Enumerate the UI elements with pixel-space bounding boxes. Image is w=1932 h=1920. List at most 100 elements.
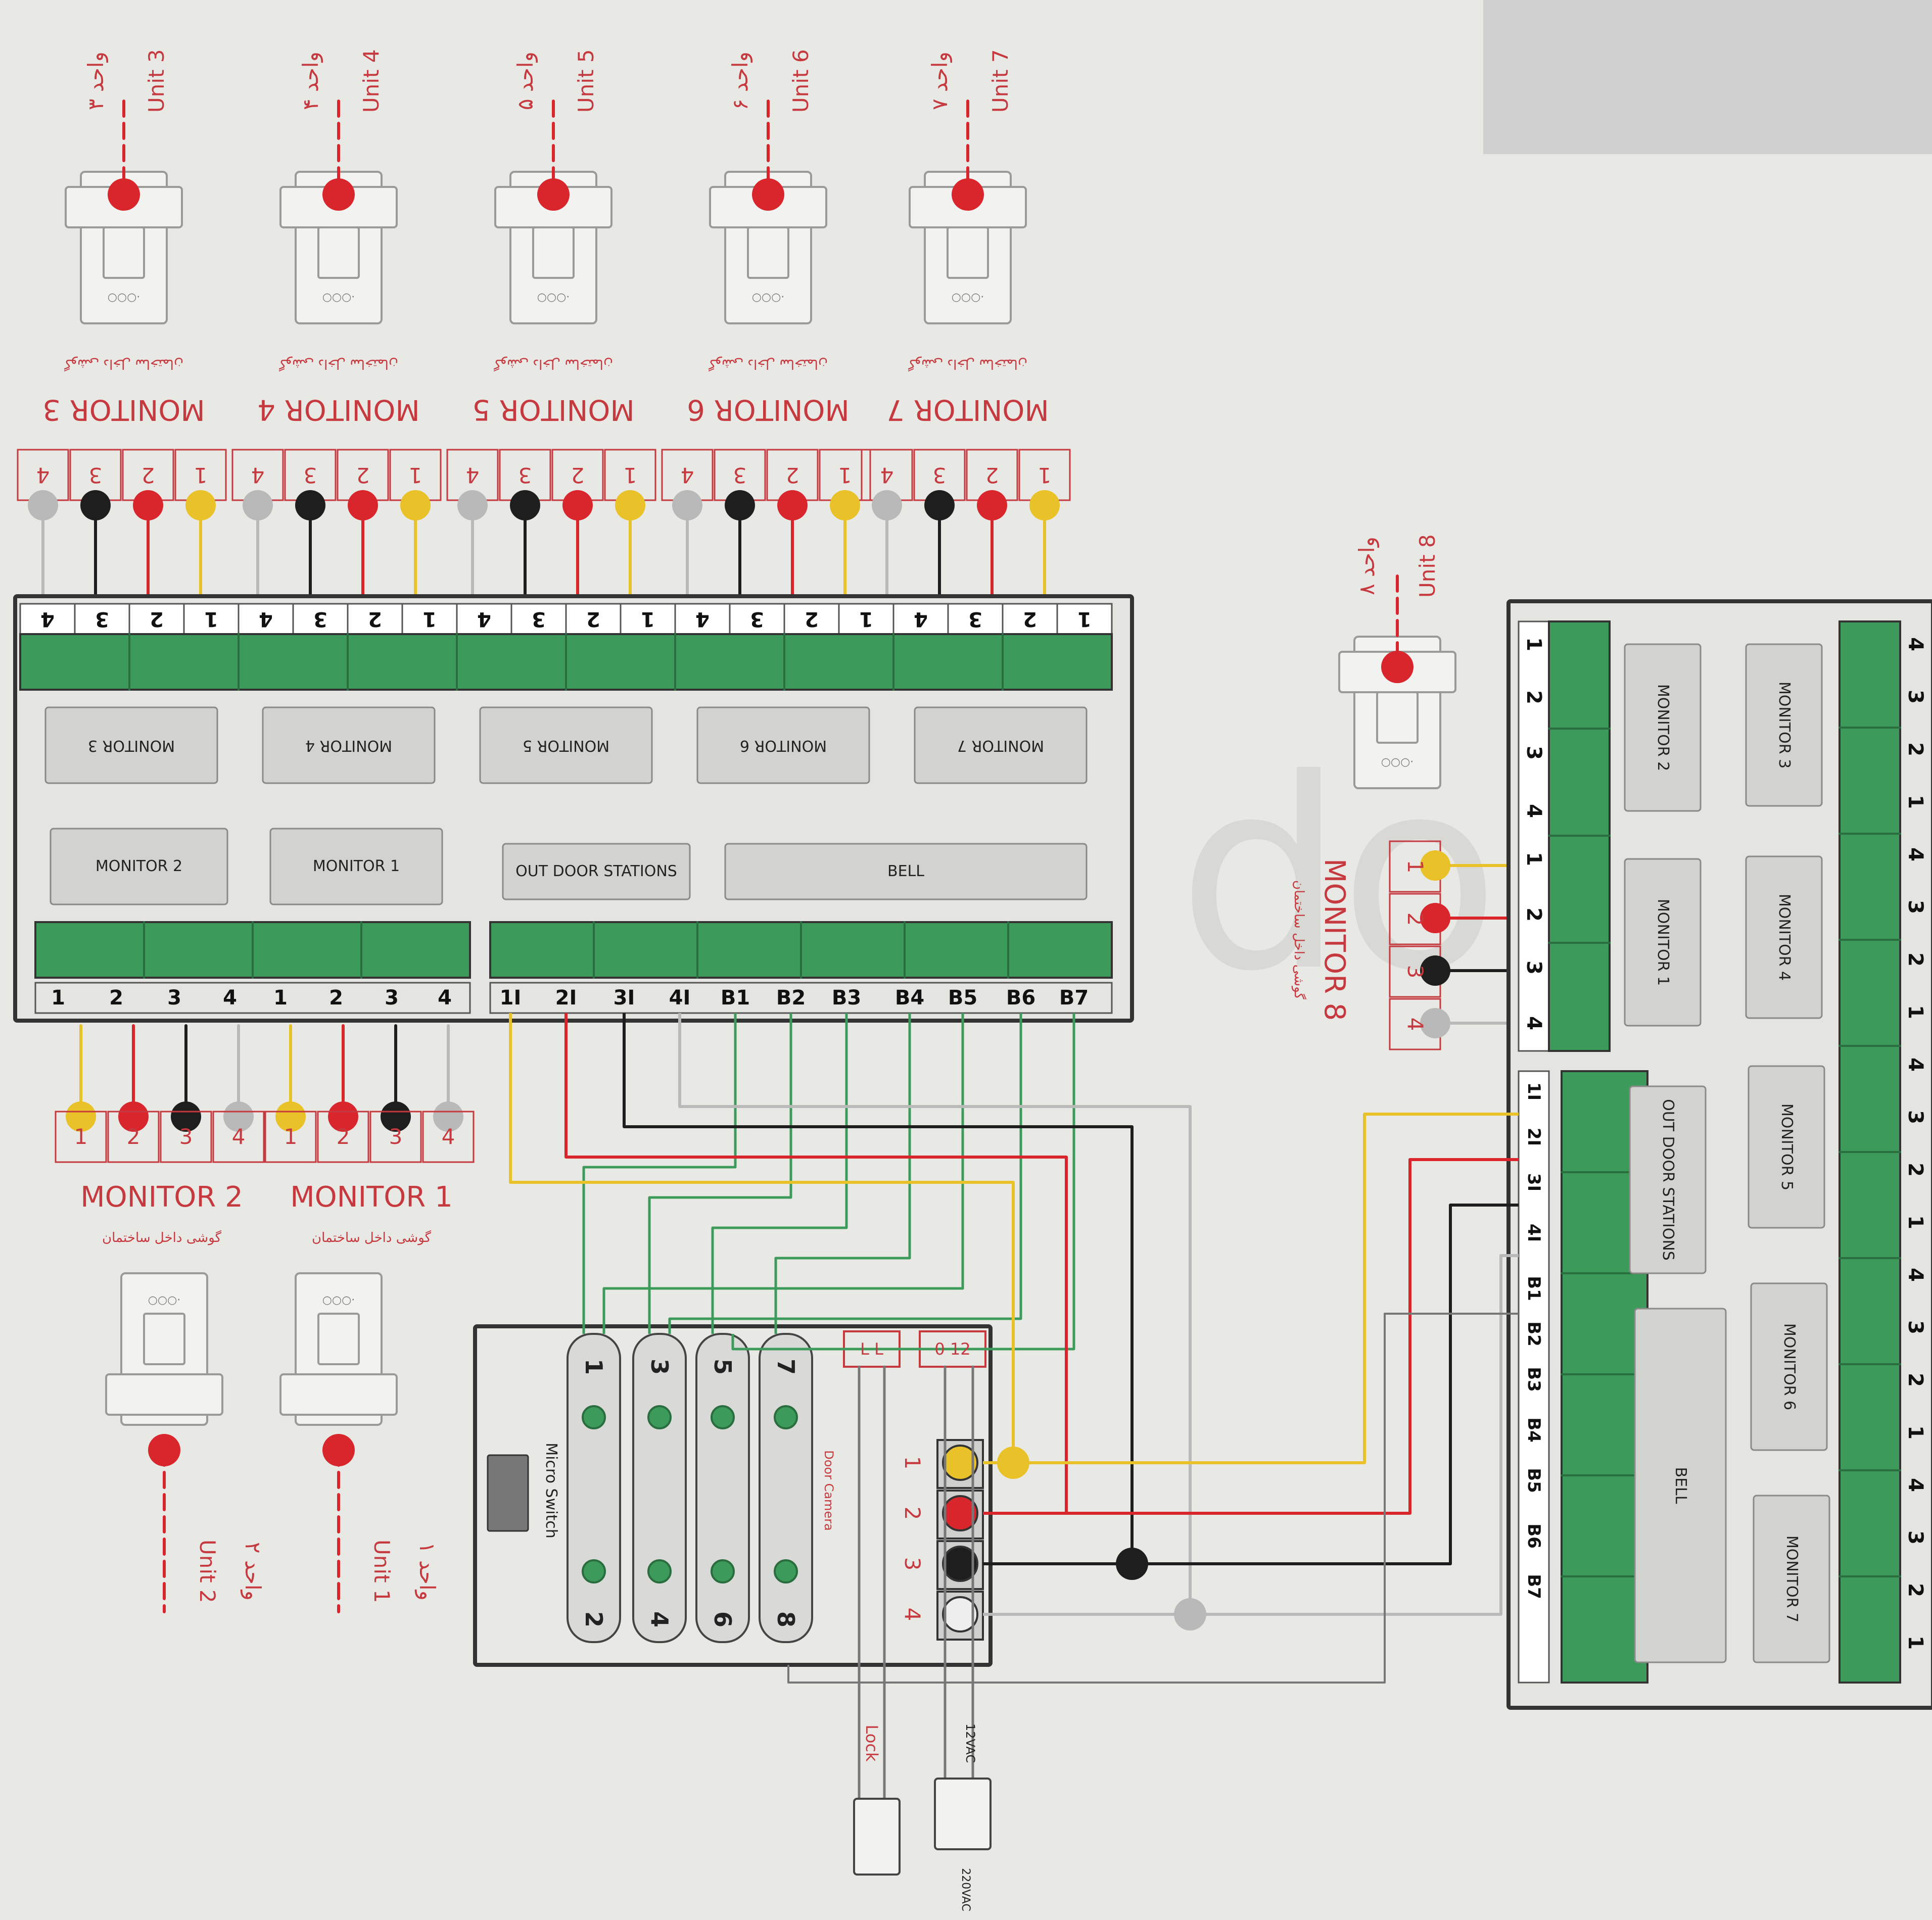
terminal-number: B5 xyxy=(948,986,978,1010)
unit-label: Unit 2 xyxy=(195,1540,220,1603)
top-handset-7-dots: ○○○· xyxy=(952,291,984,304)
monitor-fa-label: گوشی داخل ساختمان xyxy=(278,356,399,371)
terminal-number: B3 xyxy=(831,986,862,1010)
terminal-number: 3 xyxy=(1904,1110,1927,1124)
terminal-number: 2 xyxy=(336,1124,350,1149)
label-plate xyxy=(262,706,436,784)
terminal-number: 3 xyxy=(303,463,317,488)
door-camera-label: Door Camera xyxy=(822,1450,836,1531)
monitor-label: MONITOR 3 xyxy=(42,393,205,426)
lock-terminal-label: L L xyxy=(860,1339,883,1359)
terminal-number: 1 xyxy=(74,1124,88,1149)
door-button-column xyxy=(567,1333,621,1643)
terminal-number: 4 xyxy=(251,463,265,488)
board-label: MONITOR 3 xyxy=(87,737,175,754)
wire-dot xyxy=(328,1101,358,1132)
unit8-handset-dots: ○○○· xyxy=(1381,756,1414,769)
terminal-number: B7 xyxy=(1059,986,1089,1010)
label-plate xyxy=(724,843,1088,900)
terminal-box xyxy=(369,1111,422,1163)
lock-device xyxy=(853,1798,901,1876)
door-button-contact xyxy=(711,1405,735,1429)
unit-label: Unit 6 xyxy=(788,49,813,113)
monitor-fa-label: گوشی داخل ساختمان xyxy=(311,1230,432,1245)
wire-dot xyxy=(66,1101,96,1132)
unit-label: Unit 8 xyxy=(1415,534,1440,598)
terminal-box xyxy=(264,1111,317,1163)
wire-dot xyxy=(615,490,645,520)
terminal-box xyxy=(212,1111,265,1163)
monitor-fa-label: گوشی داخل ساختمان xyxy=(493,356,614,371)
terminal-number-row xyxy=(489,982,1113,1014)
terminal-number: 2 xyxy=(1904,1373,1927,1387)
terminal-number: 2 xyxy=(329,986,343,1010)
red-connector-dot xyxy=(952,178,984,211)
terminal-number-cell xyxy=(128,603,185,635)
terminal-number: 3 xyxy=(389,1124,403,1149)
bottom-handset-1-clip xyxy=(279,1373,398,1416)
terminal-number: B1 xyxy=(720,986,750,1010)
door-button-number: 5 xyxy=(709,1358,736,1375)
monitor-fa-label: گوشی داخل ساختمان xyxy=(708,356,828,371)
monitor-label: MONITOR 1 xyxy=(290,1181,453,1214)
label-plate xyxy=(50,828,228,905)
terminal-number: 2 xyxy=(1403,912,1428,926)
terminal-number: 4 xyxy=(259,607,273,631)
terminal-number: 2 xyxy=(1023,607,1037,631)
terminal-number: 2 xyxy=(126,1124,140,1149)
label-plate xyxy=(696,706,870,784)
label-plate xyxy=(1745,855,1823,1019)
terminal-number-cell xyxy=(674,603,731,635)
top-handset-5-dots: ○○○· xyxy=(537,291,570,304)
monitor-fa-label: گوشی داخل ساختمان xyxy=(1291,880,1306,1000)
wire-dot xyxy=(777,490,808,520)
door-button-column xyxy=(632,1333,687,1643)
board-label: BELL xyxy=(1672,1467,1689,1504)
transformer-device xyxy=(934,1778,992,1850)
red-connector-dot xyxy=(752,178,784,211)
terminal-number: 3 xyxy=(1904,900,1927,914)
station-terminal-number: 3 xyxy=(900,1557,925,1571)
monitor-fa-label: گوشی داخل ساختمان xyxy=(908,356,1028,371)
terminal-number: 2I xyxy=(1524,1127,1544,1146)
terminal-number: 1 xyxy=(1522,637,1545,651)
top-handset-4-dots: ○○○· xyxy=(322,291,355,304)
terminal-number: 2 xyxy=(356,463,370,488)
monitor-label: MONITOR 4 xyxy=(257,393,420,426)
terminal-number: 1 xyxy=(408,463,422,488)
door-button-contact xyxy=(774,1405,798,1429)
wire-dot xyxy=(562,490,593,520)
terminal-number: B2 xyxy=(1524,1321,1544,1347)
door-button-contact xyxy=(582,1559,606,1583)
door-button-number: 8 xyxy=(772,1611,799,1627)
bottom-handset-1-screen xyxy=(317,1313,360,1365)
unit-label: Unit 7 xyxy=(988,49,1013,113)
board-label-outdoor: OUT DOOR STATIONS xyxy=(515,862,677,880)
terminal-box xyxy=(422,1111,475,1163)
wire-dot xyxy=(80,490,111,520)
wire-dot xyxy=(275,1101,306,1132)
terminal-number: 4I xyxy=(1524,1223,1544,1242)
station-terminal-screw xyxy=(942,1596,978,1633)
label-plate xyxy=(1624,858,1702,1027)
label-plate xyxy=(914,706,1088,784)
terminal-number: 4 xyxy=(680,463,694,488)
board-label-bell: BELL xyxy=(887,862,924,880)
monitor-label: MONITOR 6 xyxy=(687,393,850,426)
monitor-label: MONITOR 5 xyxy=(472,393,635,426)
wire-dot xyxy=(133,490,163,520)
terminal-number: 2 xyxy=(985,463,999,488)
wire-dot xyxy=(28,490,58,520)
black-bus-wire xyxy=(1132,1204,1519,1565)
unit-label-fa: واحد ۳ xyxy=(83,52,108,110)
board-label: MONITOR 7 xyxy=(1783,1535,1801,1623)
door-button-contact xyxy=(647,1405,672,1429)
red-connector-dot xyxy=(108,178,140,211)
button-wire xyxy=(582,1013,737,1334)
wire-dot xyxy=(872,490,902,520)
door-button-contact xyxy=(582,1405,606,1429)
main-board xyxy=(13,594,1134,1023)
terminal-number-row xyxy=(34,982,471,1014)
red-connector-dot xyxy=(322,178,355,211)
monitor-label: MONITOR 7 xyxy=(886,393,1049,426)
